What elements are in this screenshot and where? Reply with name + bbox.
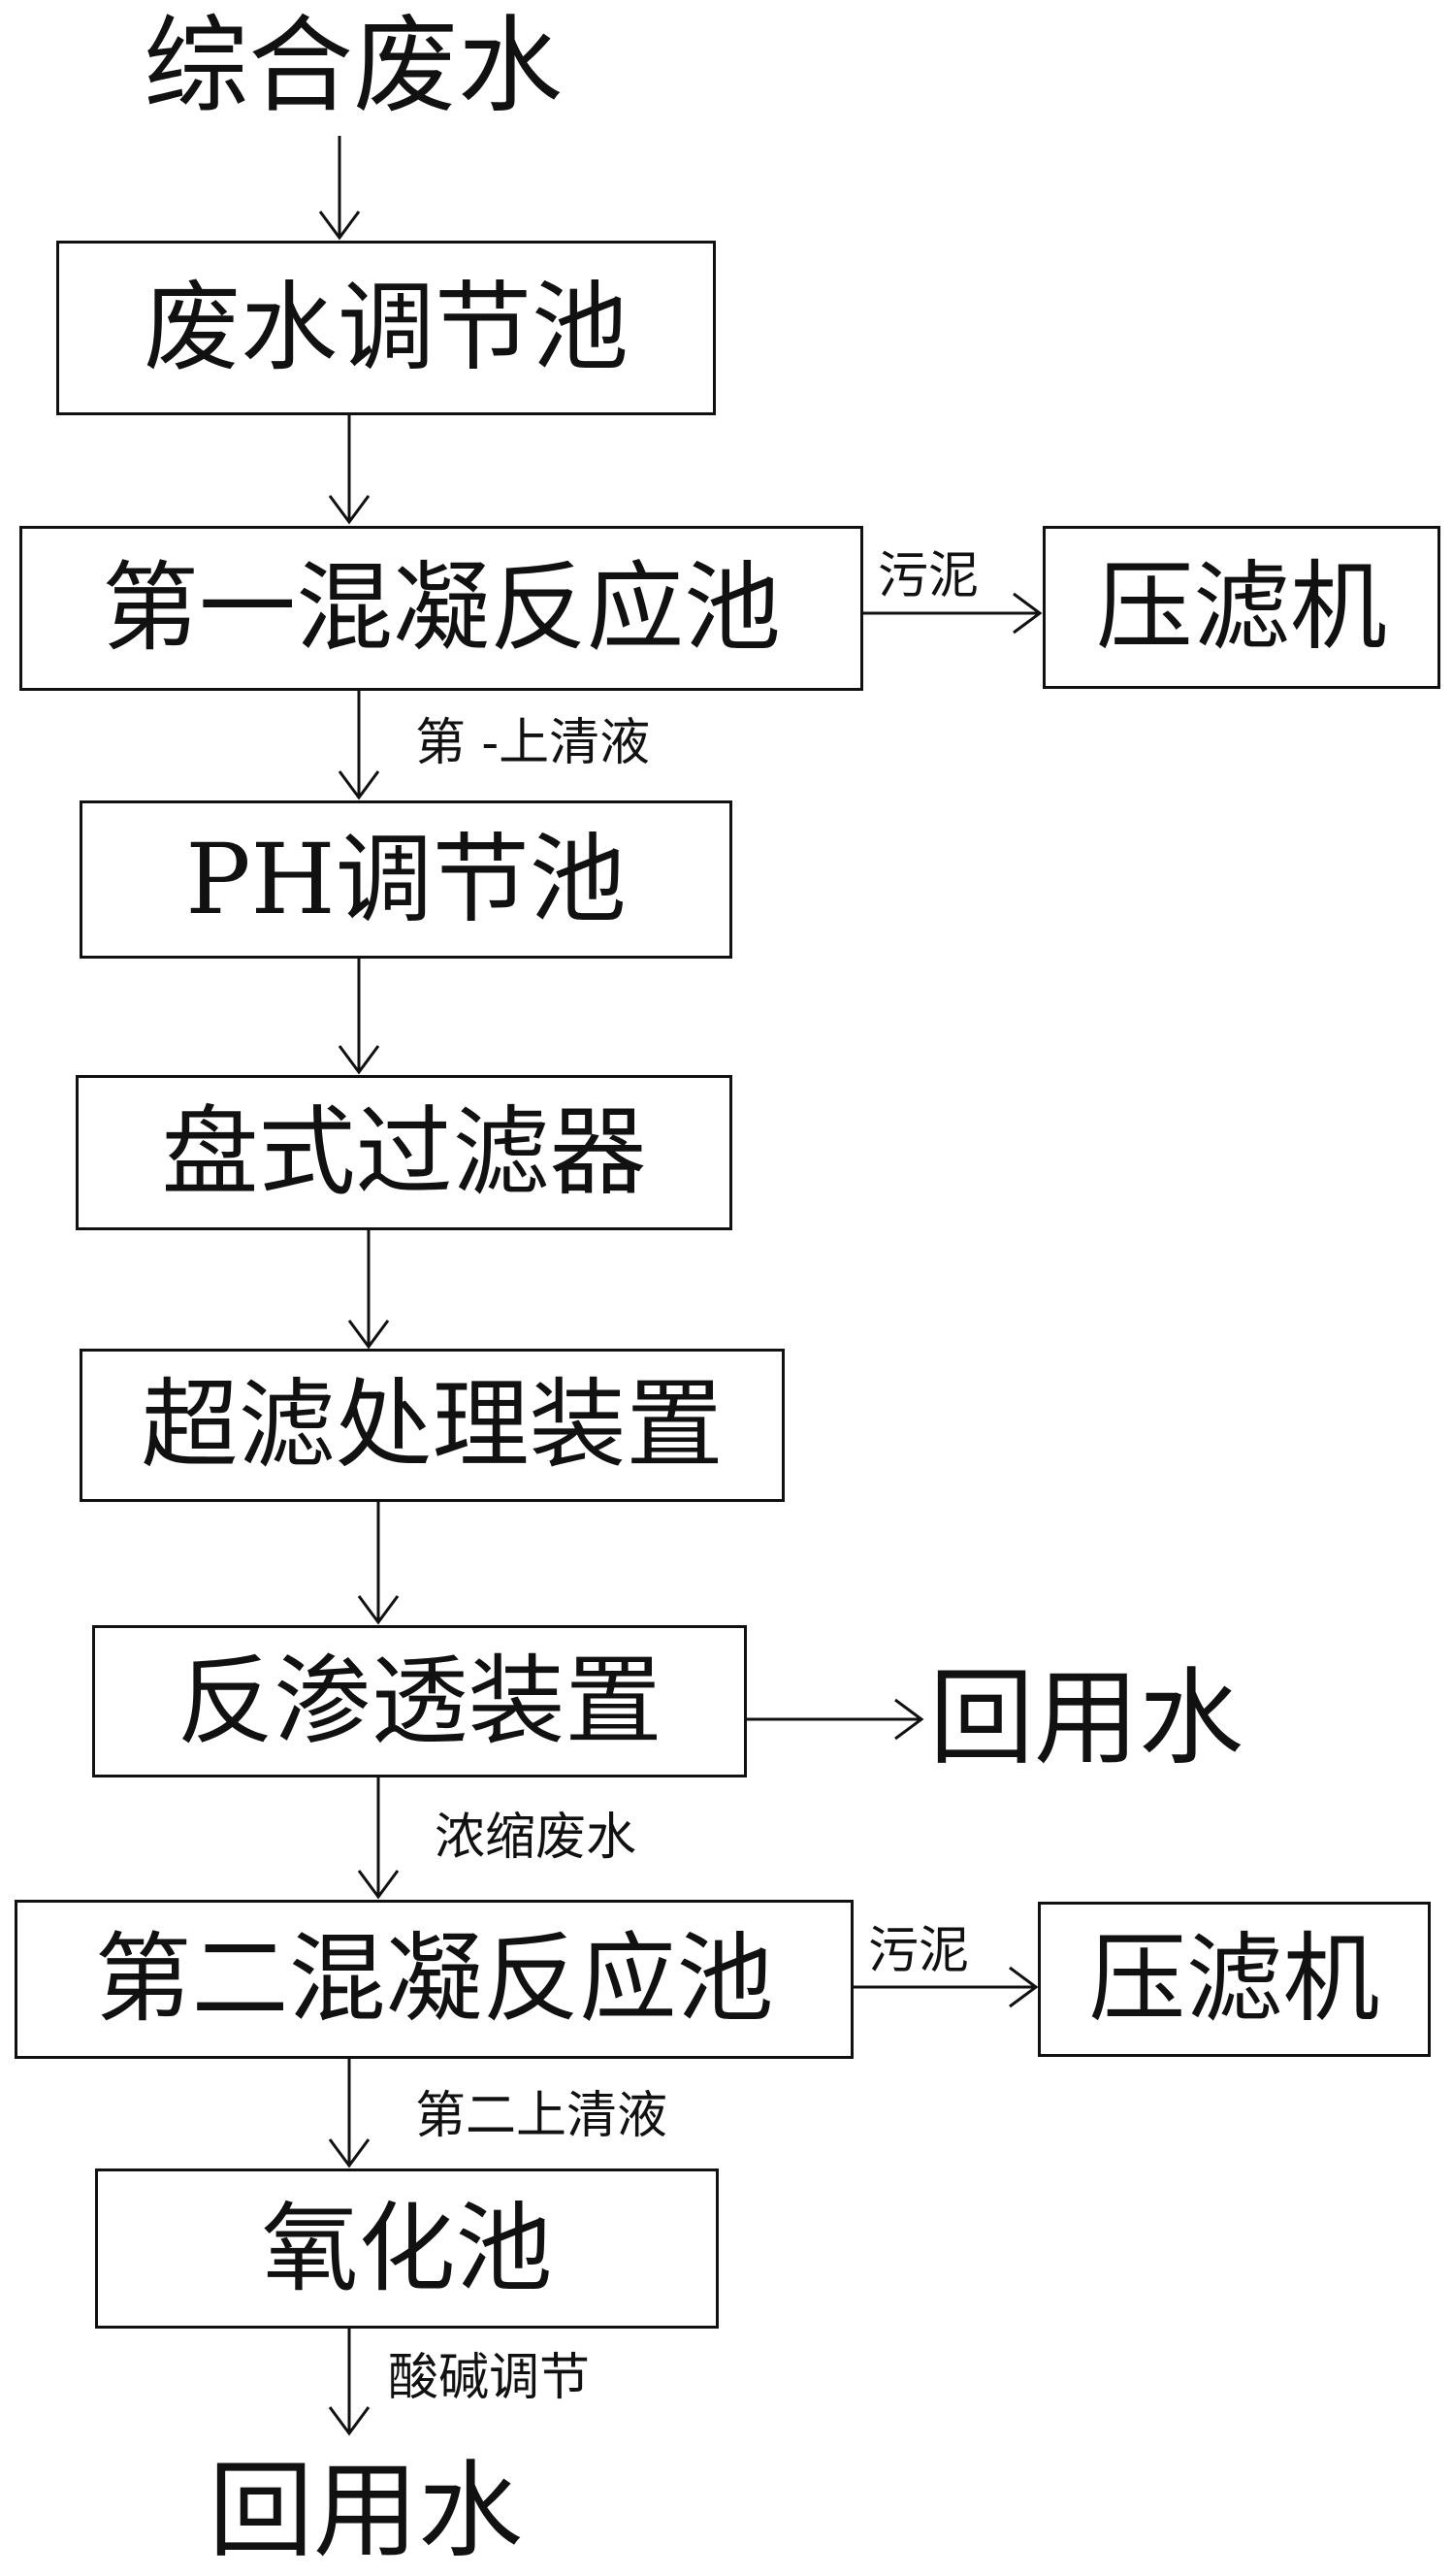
node-oxidation-tank: 氧化池: [95, 2168, 719, 2329]
edge-label-concentrated-wastewater: 浓缩废水: [435, 1809, 637, 1867]
arrow-head: [357, 1595, 400, 1625]
node-first-coagulation-tank: 第一混凝反应池: [19, 526, 863, 691]
edge-label-first-supernatant: 第 -上清液: [415, 714, 651, 772]
node-ultrafiltration-unit: 超滤处理装置: [80, 1349, 785, 1502]
arrow-head: [328, 495, 371, 525]
node-disc-filter: 盘式过滤器: [76, 1075, 732, 1230]
node-ph-adjust-tank: PH调节池: [80, 800, 732, 959]
arrow-head: [328, 2406, 371, 2436]
edge-label-sludge-1: 污泥: [878, 547, 980, 605]
node-final-reuse-water: 回用水: [209, 2451, 524, 2572]
arrow-head: [338, 770, 380, 800]
node-reverse-osmosis-unit: 反渗透装置: [92, 1625, 747, 1777]
node-filter-press-2: 压滤机: [1038, 1902, 1431, 2057]
arrow-head: [338, 1045, 380, 1075]
node-filter-press-1: 压滤机: [1043, 526, 1440, 689]
edge-label-sludge-2: 污泥: [868, 1922, 970, 1980]
node-second-coagulation-tank: 第二混凝反应池: [15, 1900, 854, 2059]
arrow-head: [357, 1870, 400, 1900]
arrow-head: [347, 1320, 390, 1350]
node-waste-adjust-tank: 废水调节池: [56, 241, 716, 415]
arrow-head: [1013, 592, 1043, 635]
arrow-head: [318, 211, 361, 241]
arrow-head: [328, 2138, 371, 2168]
arrow-head: [894, 1698, 924, 1741]
edge-label-second-supernatant: 第二上清液: [415, 2087, 668, 2145]
node-reuse-water: 回用水: [929, 1658, 1244, 1779]
input-label: 综合废水: [144, 6, 564, 127]
arrow-head: [1009, 1966, 1039, 2008]
edge-label-acid-base-adjust: 酸碱调节: [388, 2349, 591, 2407]
